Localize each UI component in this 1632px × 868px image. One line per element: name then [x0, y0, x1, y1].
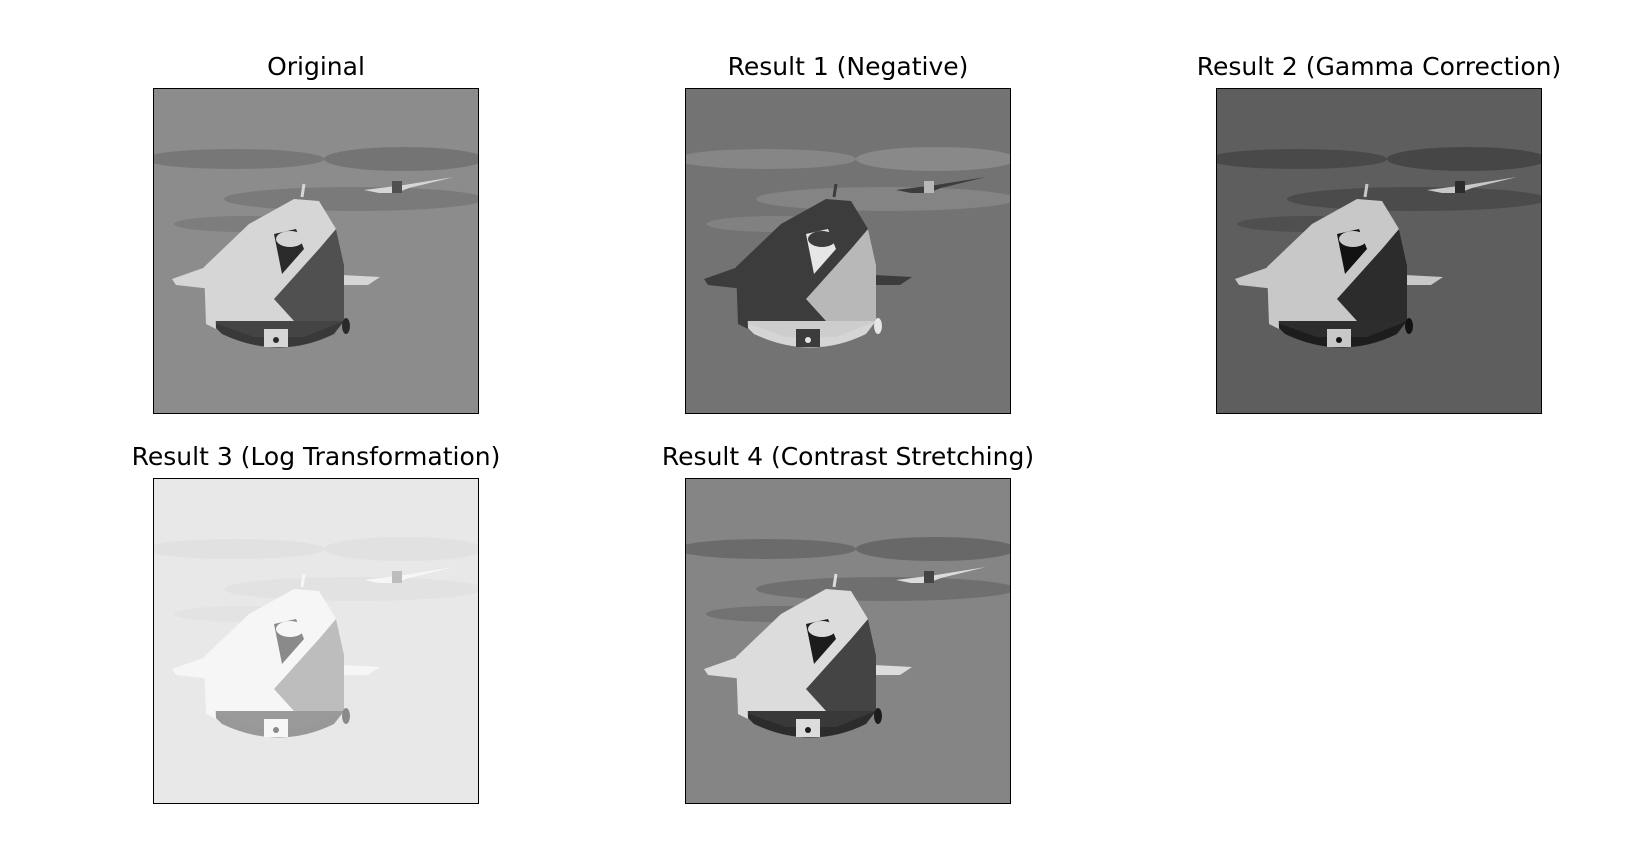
- panel-title: Result 3 (Log Transformation): [131, 442, 501, 471]
- distant-plane: [896, 567, 986, 583]
- aircraft-photo: [686, 89, 1010, 413]
- main-aircraft: [1235, 183, 1443, 348]
- panel-title: Original: [267, 52, 365, 81]
- main-aircraft: [172, 573, 380, 738]
- distant-plane: [896, 177, 986, 193]
- panel-image-gamma: [1216, 88, 1542, 414]
- panel-image-original: [153, 88, 479, 414]
- panel-image-negative: [685, 88, 1011, 414]
- aircraft-photo: [686, 479, 1010, 803]
- distant-plane: [364, 177, 454, 193]
- aircraft-photo: [154, 89, 478, 413]
- panel-image-log: [153, 478, 479, 804]
- aircraft-photo: [154, 479, 478, 803]
- distant-plane: [364, 567, 454, 583]
- main-aircraft: [704, 183, 912, 348]
- panel-title: Result 4 (Contrast Stretching): [661, 442, 1035, 471]
- panel-title: Result 2 (Gamma Correction): [1196, 52, 1562, 81]
- panel-title: Result 1 (Negative): [727, 52, 969, 81]
- aircraft-photo: [1217, 89, 1541, 413]
- main-aircraft: [704, 573, 912, 738]
- panel-image-contrast: [685, 478, 1011, 804]
- distant-plane: [1427, 177, 1517, 193]
- main-aircraft: [172, 183, 380, 348]
